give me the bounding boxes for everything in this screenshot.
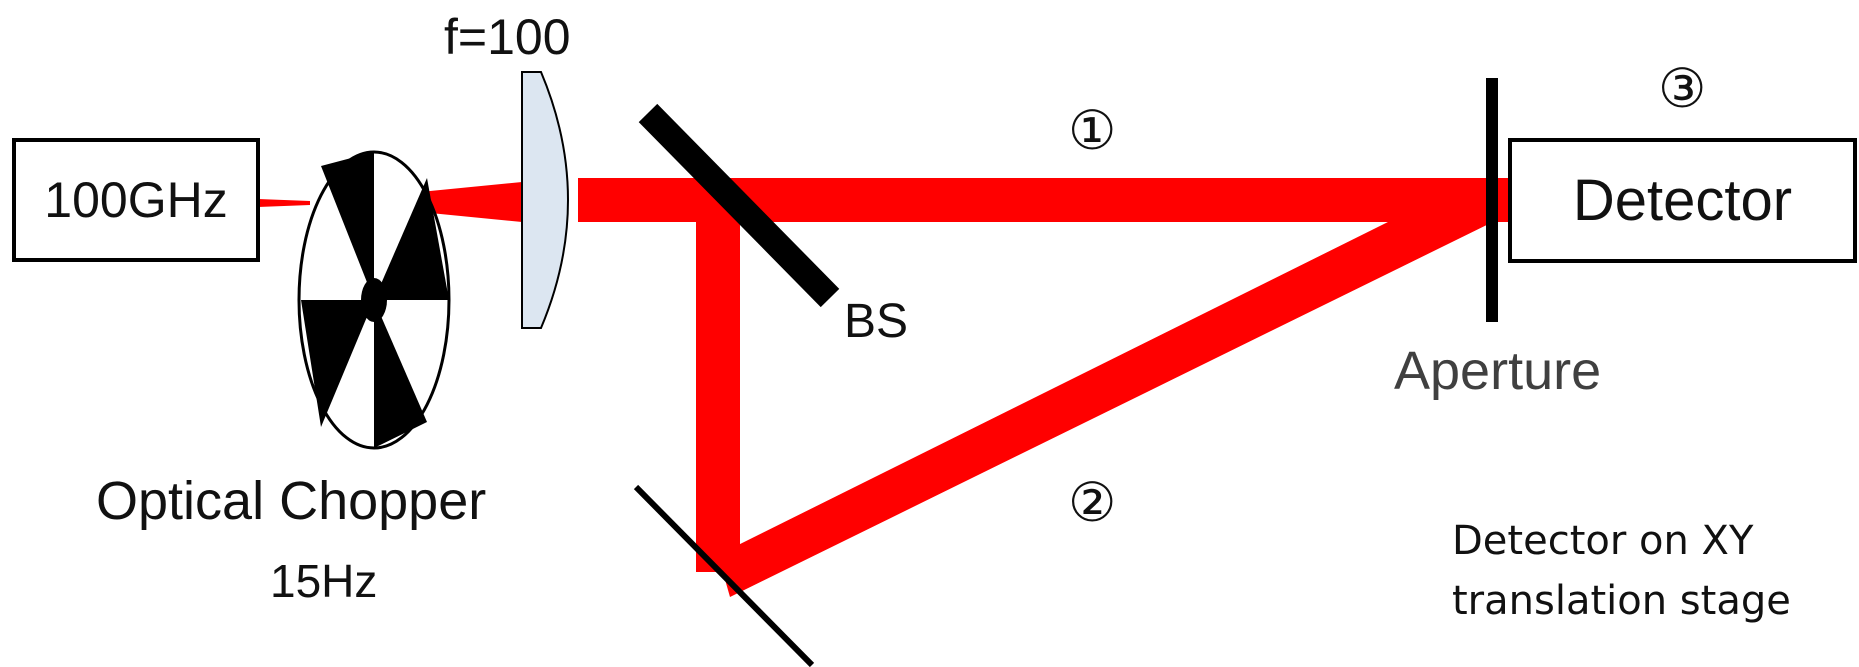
chopper-label: Optical Chopper bbox=[96, 471, 487, 531]
source-beam bbox=[258, 199, 310, 207]
beamsplitter-label: BS bbox=[844, 295, 909, 348]
lens-icon bbox=[521, 71, 569, 329]
beam-path-2 bbox=[718, 216, 1505, 597]
beam-down-to-mirror bbox=[696, 222, 740, 572]
detector-note-line1: Detector on XY bbox=[1452, 518, 1754, 564]
diverging-beam bbox=[420, 182, 522, 222]
chopper-wheel bbox=[297, 150, 451, 450]
mirror-icon bbox=[633, 484, 815, 667]
lens-label: f=100 bbox=[444, 9, 571, 65]
chopper-frequency-label: 15Hz bbox=[270, 555, 378, 607]
beamsplitter-icon bbox=[638, 103, 840, 308]
source-box bbox=[12, 138, 260, 262]
detector-box bbox=[1508, 138, 1857, 263]
detector-label: Detector bbox=[1572, 167, 1793, 233]
path-2-label: ② bbox=[1068, 471, 1117, 534]
path-1-label: ① bbox=[1068, 99, 1117, 162]
aperture-label: Aperture bbox=[1394, 341, 1602, 401]
path-3-label: ③ bbox=[1658, 57, 1707, 120]
detector-note-line2: translation stage bbox=[1452, 578, 1791, 624]
source-label: 100GHz bbox=[44, 172, 228, 228]
